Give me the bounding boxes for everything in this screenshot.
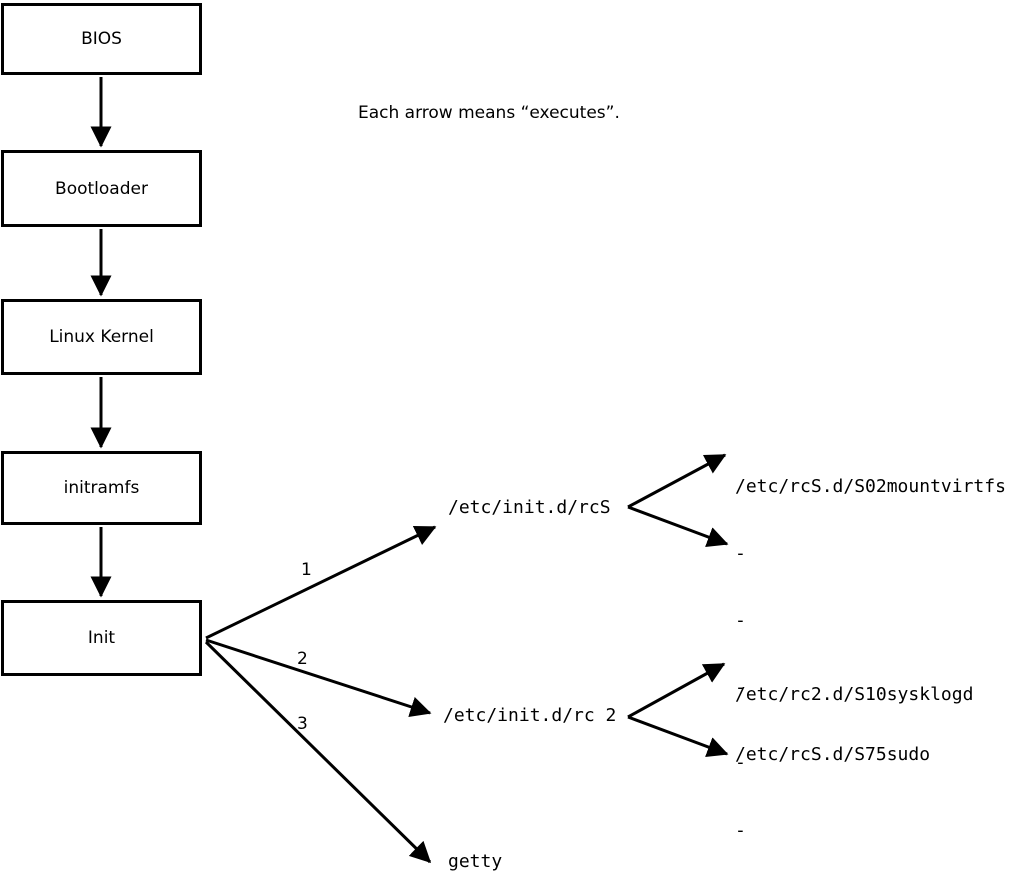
node-linux-kernel-label: Linux Kernel [49, 327, 154, 347]
rc2-script-item: - [735, 820, 746, 841]
node-bootloader: Bootloader [1, 150, 202, 227]
arrow-rc2-to-first-script [627, 662, 726, 719]
node-init: Init [1, 600, 202, 676]
node-initramfs-label: initramfs [63, 478, 140, 498]
node-linux-kernel: Linux Kernel [1, 299, 202, 375]
rcs-script-item: - [735, 677, 746, 698]
arrow-order-label-1: 1 [301, 560, 312, 580]
arrow-order-label-3: 3 [297, 714, 308, 734]
rcs-script-item: - [735, 543, 746, 564]
node-init-label: Init [87, 628, 116, 648]
rcs-script-item: - [735, 610, 746, 631]
rcs-script-item: /etc/rcS.d/S75sudo [735, 744, 931, 765]
arrow-rc2-to-last-script [627, 715, 729, 758]
node-init-d-rc2: /etc/init.d/rc 2 [443, 705, 617, 726]
node-initramfs: initramfs [1, 451, 202, 525]
arrow-init-to-rcs [205, 525, 437, 640]
arrow-order-label-2: 2 [297, 649, 308, 669]
arrow-init-to-rc2 [205, 638, 432, 717]
node-bootloader-label: Bootloader [55, 178, 148, 199]
rc2-script-list: /etc/rc2.d/S10sysklogd - - - /etc/rc2.d/… [735, 640, 973, 875]
rc2-script-item: - [735, 752, 746, 773]
rcs-script-item: /etc/rcS.d/S02mountvirtfs [735, 476, 1006, 497]
node-getty: getty [448, 851, 503, 872]
arrow-rcs-to-first-script [627, 453, 727, 509]
rcs-script-list: /etc/rcS.d/S02mountvirtfs - - - /etc/rcS… [735, 432, 1006, 809]
arrow-rcs-to-last-script [627, 505, 729, 548]
arrow-init-to-getty [204, 640, 432, 864]
node-init-d-rcs: /etc/init.d/rcS [448, 497, 611, 518]
node-bios-label: BIOS [81, 29, 122, 49]
node-bios: BIOS [1, 3, 202, 75]
rc2-script-item: /etc/rc2.d/S10sysklogd [735, 684, 974, 705]
legend-caption: Each arrow means “executes”. [358, 103, 620, 123]
